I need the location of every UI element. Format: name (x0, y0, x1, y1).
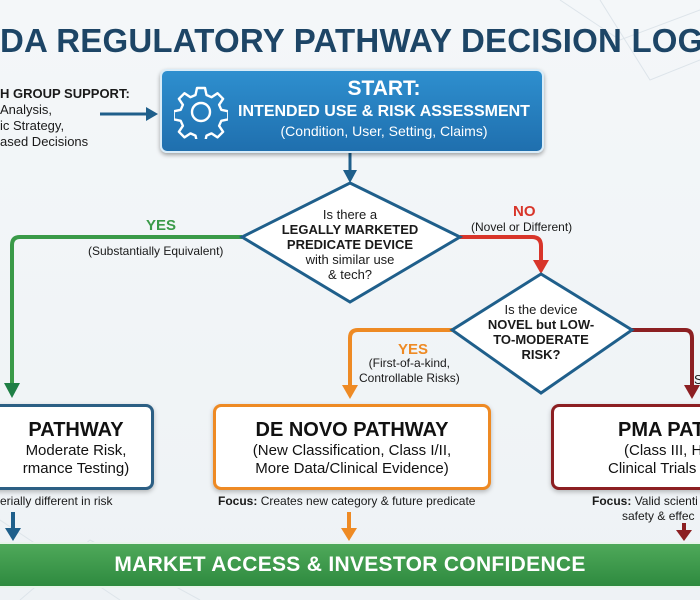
decision-novel-text: Is the device NOVEL but LOW- TO-MODERATE… (481, 302, 601, 362)
support-arrow (100, 107, 158, 121)
start-subtitle: INTENDED USE & RISK ASSESSMENT (238, 103, 530, 120)
focus-label: Focus: (592, 494, 632, 508)
page-title: DA REGULATORY PATHWAY DECISION LOGIC (0, 22, 700, 59)
arrow-yes-denovo (342, 328, 452, 399)
decision-predicate-diamond (238, 181, 464, 304)
focus-text: Valid scienti (634, 494, 698, 508)
support-line: Analysis, (0, 102, 53, 117)
start-box: START: INTENDED USE & RISK ASSESSMENT (C… (160, 69, 544, 153)
pathway-detail: Moderate Risk, (25, 442, 127, 459)
start-title: START: (347, 77, 421, 100)
arrow-no (460, 235, 549, 274)
yes-label-2: YES (398, 341, 429, 358)
no-label-1: NO (513, 203, 536, 220)
decision-text-line: Is the device (504, 302, 578, 317)
focus-text: safety & effec (622, 509, 695, 523)
yes-detail-2: (First-of-a-kind, Controllable Risks) (359, 356, 460, 386)
pathway-detail: (Class III, Hi (624, 442, 700, 459)
support-line: ased Decisions (0, 134, 89, 149)
decision-text-line: PREDICATE DEVICE (286, 237, 414, 252)
no-detail-1: (Novel or Different) (471, 220, 573, 234)
pathway-detail: More Data/Clinical Evidence) (255, 460, 449, 477)
arrow-510k-to-banner (5, 512, 21, 541)
pathway-title: PMA PAT (618, 419, 700, 441)
pathway-pma-box: PMA PAT (Class III, Hi Clinical Trials (551, 404, 700, 490)
decision-novel-risk-diamond (449, 272, 635, 395)
support-heading: H GROUP SUPPORT: (0, 86, 130, 101)
focus-label: Focus: (218, 494, 258, 508)
decision-text-line: RISK? (521, 347, 561, 362)
yes-detail-line: (First-of-a-kind, (368, 356, 451, 370)
yes-detail-1: (Substantially Equivalent) (88, 244, 224, 258)
arrow-denovo-to-banner (341, 512, 357, 541)
arrow-yes-510k (4, 235, 242, 398)
decision-text-line: Is there a (322, 207, 378, 222)
pathway-title: PATHWAY (28, 419, 124, 441)
research-group-support: H GROUP SUPPORT: Analysis, ic Strategy, … (0, 86, 130, 150)
gear-icon (174, 86, 228, 139)
decision-predicate-text: Is there a LEGALLY MARKETED PREDICATE DE… (270, 207, 430, 282)
pathway-510k-focus: erially different in risk (0, 494, 113, 508)
pathway-denovo-box: DE NOVO PATHWAY (New Classification, Cla… (213, 404, 491, 490)
decision-text-line: TO-MODERATE (493, 332, 589, 347)
pathway-detail: Clinical Trials (608, 460, 697, 477)
pathway-pma-focus: Focus: Valid scienti safety & effec (592, 494, 698, 524)
pathway-denovo-focus: Focus: Creates new category & future pre… (218, 494, 475, 508)
decision-text-line: LEGALLY MARKETED (281, 222, 419, 237)
pathway-detail: rmance Testing) (22, 460, 130, 477)
decision-text-line: NOVEL but LOW- (487, 317, 595, 332)
pathway-title: DE NOVO PATHWAY (255, 419, 449, 441)
support-line: ic Strategy, (0, 118, 65, 133)
pathway-detail: (New Classification, Class I/II, (252, 442, 452, 459)
yes-detail-line: Controllable Risks) (359, 371, 460, 385)
arrow-no-pma (630, 328, 700, 399)
pathway-510k-box: PATHWAY Moderate Risk, rmance Testing) (0, 404, 154, 490)
start-detail: (Condition, User, Setting, Claims) (280, 123, 488, 139)
decision-text-line: with similar use (305, 252, 395, 267)
no-label-2: S (694, 372, 700, 387)
market-access-banner: MARKET ACCESS & INVESTOR CONFIDENCE (0, 542, 700, 588)
focus-text: Creates new category & future predicate (260, 494, 476, 508)
arrow-pma-to-banner (676, 523, 692, 541)
decision-text-line: & tech? (327, 267, 373, 282)
yes-label-1: YES (146, 217, 177, 234)
arrow-start-to-decision (343, 153, 357, 183)
